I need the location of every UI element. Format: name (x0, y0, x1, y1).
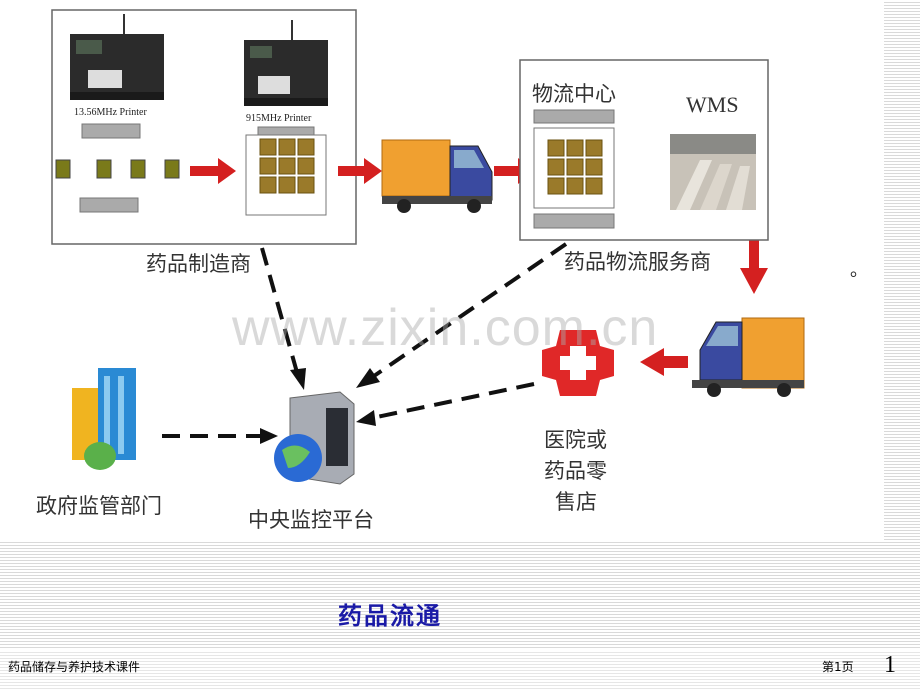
printer-left-label: 13.56MHz Printer (74, 107, 147, 118)
watermark: www.zixin.com.cn (232, 299, 659, 357)
hospital-label-line3: 售店 (555, 490, 597, 514)
truck-icon (381, 139, 493, 213)
dashed-arrow-icon (162, 242, 568, 438)
logistics-center-label: 物流中心 (532, 82, 616, 106)
government-building-icon (72, 368, 136, 470)
arrowhead-icon (260, 368, 380, 444)
page-number: 1 (884, 652, 896, 678)
slide-title: 药品流通 (338, 601, 442, 630)
server-icon (274, 391, 355, 485)
printer-right-label: 915MHz Printer (246, 113, 312, 124)
footer-bar (0, 650, 920, 690)
stray-mark: 。 (850, 260, 868, 281)
hospital-label-line1: 医院或 (544, 428, 607, 452)
rfid-chip (96, 159, 112, 179)
printer-right-icon (244, 20, 328, 106)
rfid-chip (55, 159, 71, 179)
rfid-chip (130, 159, 146, 179)
tag-grid (259, 138, 315, 194)
tag-bar (533, 109, 615, 124)
manufacturer-label: 药品制造商 (146, 252, 251, 276)
wms-label: WMS (686, 92, 739, 117)
platform-label: 中央监控平台 (248, 508, 374, 532)
footer-course-title: 药品储存与养护技术课件 (8, 660, 141, 674)
logistics-provider-label: 药品物流服务商 (564, 250, 711, 274)
rfid-chip (164, 159, 180, 179)
warehouse-photo (670, 134, 756, 210)
government-label: 政府监管部门 (36, 494, 162, 518)
footer-page-label: 第1页 (822, 660, 854, 674)
tag-bar (533, 213, 615, 229)
tag-bar (79, 197, 139, 213)
background-stripes-right (884, 0, 920, 540)
hospital-label-line2: 药品零 (544, 459, 607, 483)
truck-icon (692, 317, 805, 397)
background-stripes (0, 540, 920, 650)
tag-bar (81, 123, 141, 139)
printer-left-icon (70, 14, 164, 100)
hospital-cross-icon (542, 330, 614, 396)
tag-grid (547, 139, 603, 195)
